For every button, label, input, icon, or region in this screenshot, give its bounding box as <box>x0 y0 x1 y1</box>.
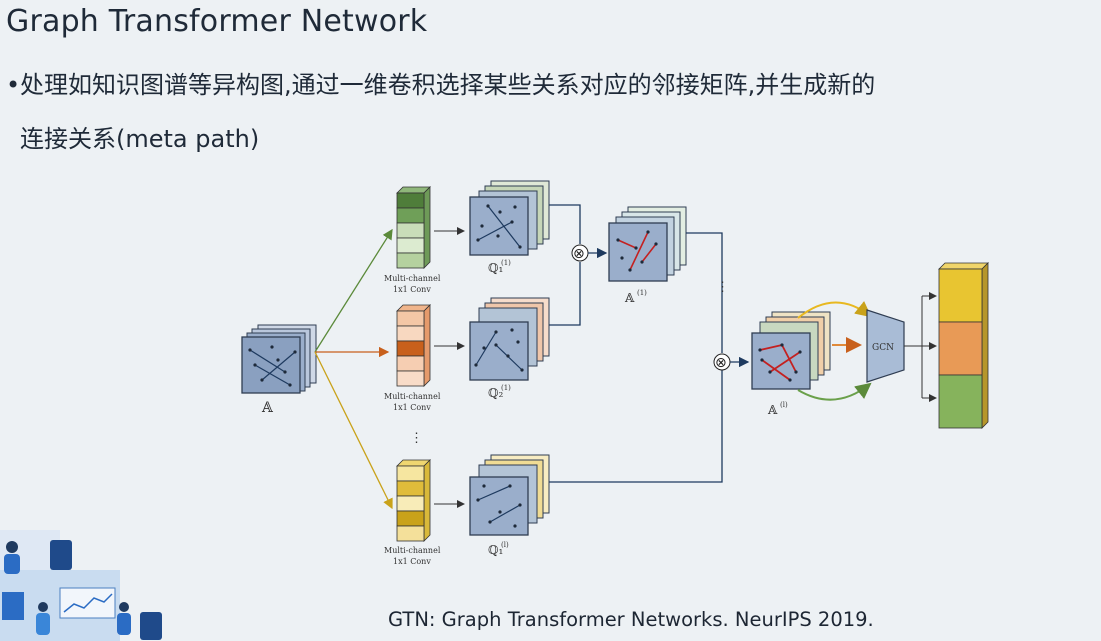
a1-matrix-stack <box>608 206 687 282</box>
conv-2-label-line1: Multi-channel <box>384 392 441 401</box>
input-tensor-label: 𝔸 <box>261 400 274 416</box>
al-superscript: (l) <box>780 401 788 409</box>
bullet-line-2: 连接关系(meta path) <box>20 125 260 153</box>
illustration-device-icon <box>140 612 162 640</box>
illustration-table-icon <box>2 592 24 620</box>
bullet-line-1: 处理如知识图谱等异构图,通过一维卷积选择某些关系对应的邻接矩阵,并生成新的 <box>20 71 876 99</box>
layer-ellipsis: ⋮ <box>716 280 729 295</box>
multiply-symbol-1: ⊗ <box>573 246 585 262</box>
q1-matrix-stack <box>469 180 550 256</box>
arc-green-to-gcn <box>797 382 872 401</box>
input-adjacency-tensor <box>241 324 317 394</box>
conv-l-label-line2: 1x1 Conv <box>393 557 431 566</box>
q2-matrix-stack <box>469 297 550 381</box>
al-matrix-stack <box>751 311 831 390</box>
line-q1-to-mult1 <box>549 204 581 244</box>
slide-title: Graph Transformer Network <box>6 4 428 39</box>
a1-superscript: (1) <box>637 289 647 297</box>
conv-1-label-line2: 1x1 Conv <box>393 285 431 294</box>
gcn-block <box>866 309 905 383</box>
line-q2-to-mult1 <box>549 262 581 326</box>
conv-1-label-line1: Multi-channel <box>384 274 441 283</box>
a1-label: 𝔸 <box>624 291 635 305</box>
al-label: 𝔸 <box>767 403 778 417</box>
conv-l-label-line1: Multi-channel <box>384 546 441 555</box>
citation-caption: GTN: Graph Transformer Networks. NeurIPS… <box>388 608 874 631</box>
ql-matrix-stack <box>469 454 550 536</box>
arrow-to-conv-l <box>314 351 393 510</box>
bullet-dot: • <box>6 71 21 99</box>
illustration-person-icon-3 <box>119 602 129 612</box>
ql-superscript: (l) <box>501 541 509 549</box>
illustration-robot-icon <box>50 540 72 570</box>
conv-ellipsis: ⋮ <box>410 431 423 446</box>
q2-label: ℚ₂ <box>488 386 503 400</box>
line-ql-to-mult2 <box>549 370 723 483</box>
conv-filter-green <box>396 186 431 269</box>
q2-superscript: (1) <box>501 384 511 392</box>
q1-label: ℚ₁ <box>488 261 503 275</box>
illustration-chart-icon <box>59 587 116 619</box>
conv-filter-orange <box>396 304 431 387</box>
output-representation <box>938 262 989 429</box>
conv-filter-yellow <box>396 459 431 542</box>
illustration-person-icon-2 <box>38 602 48 612</box>
multiply-symbol-2: ⊗ <box>715 355 727 371</box>
arrow-to-conv-1 <box>314 228 393 353</box>
conv-2-label-line2: 1x1 Conv <box>393 403 431 412</box>
bullet-text: •处理如知识图谱等异构图,通过一维卷积选择某些关系对应的邻接矩阵,并生成新的 连… <box>6 58 1101 166</box>
line-a1-to-mult2 <box>686 232 723 353</box>
ql-label: ℚ₁ <box>488 543 503 557</box>
arc-yellow-to-gcn <box>797 301 872 319</box>
q1-superscript: (1) <box>501 259 511 267</box>
output-bracket <box>904 296 923 398</box>
gcn-label: GCN <box>872 343 894 353</box>
illustration-person-icon <box>6 541 18 553</box>
